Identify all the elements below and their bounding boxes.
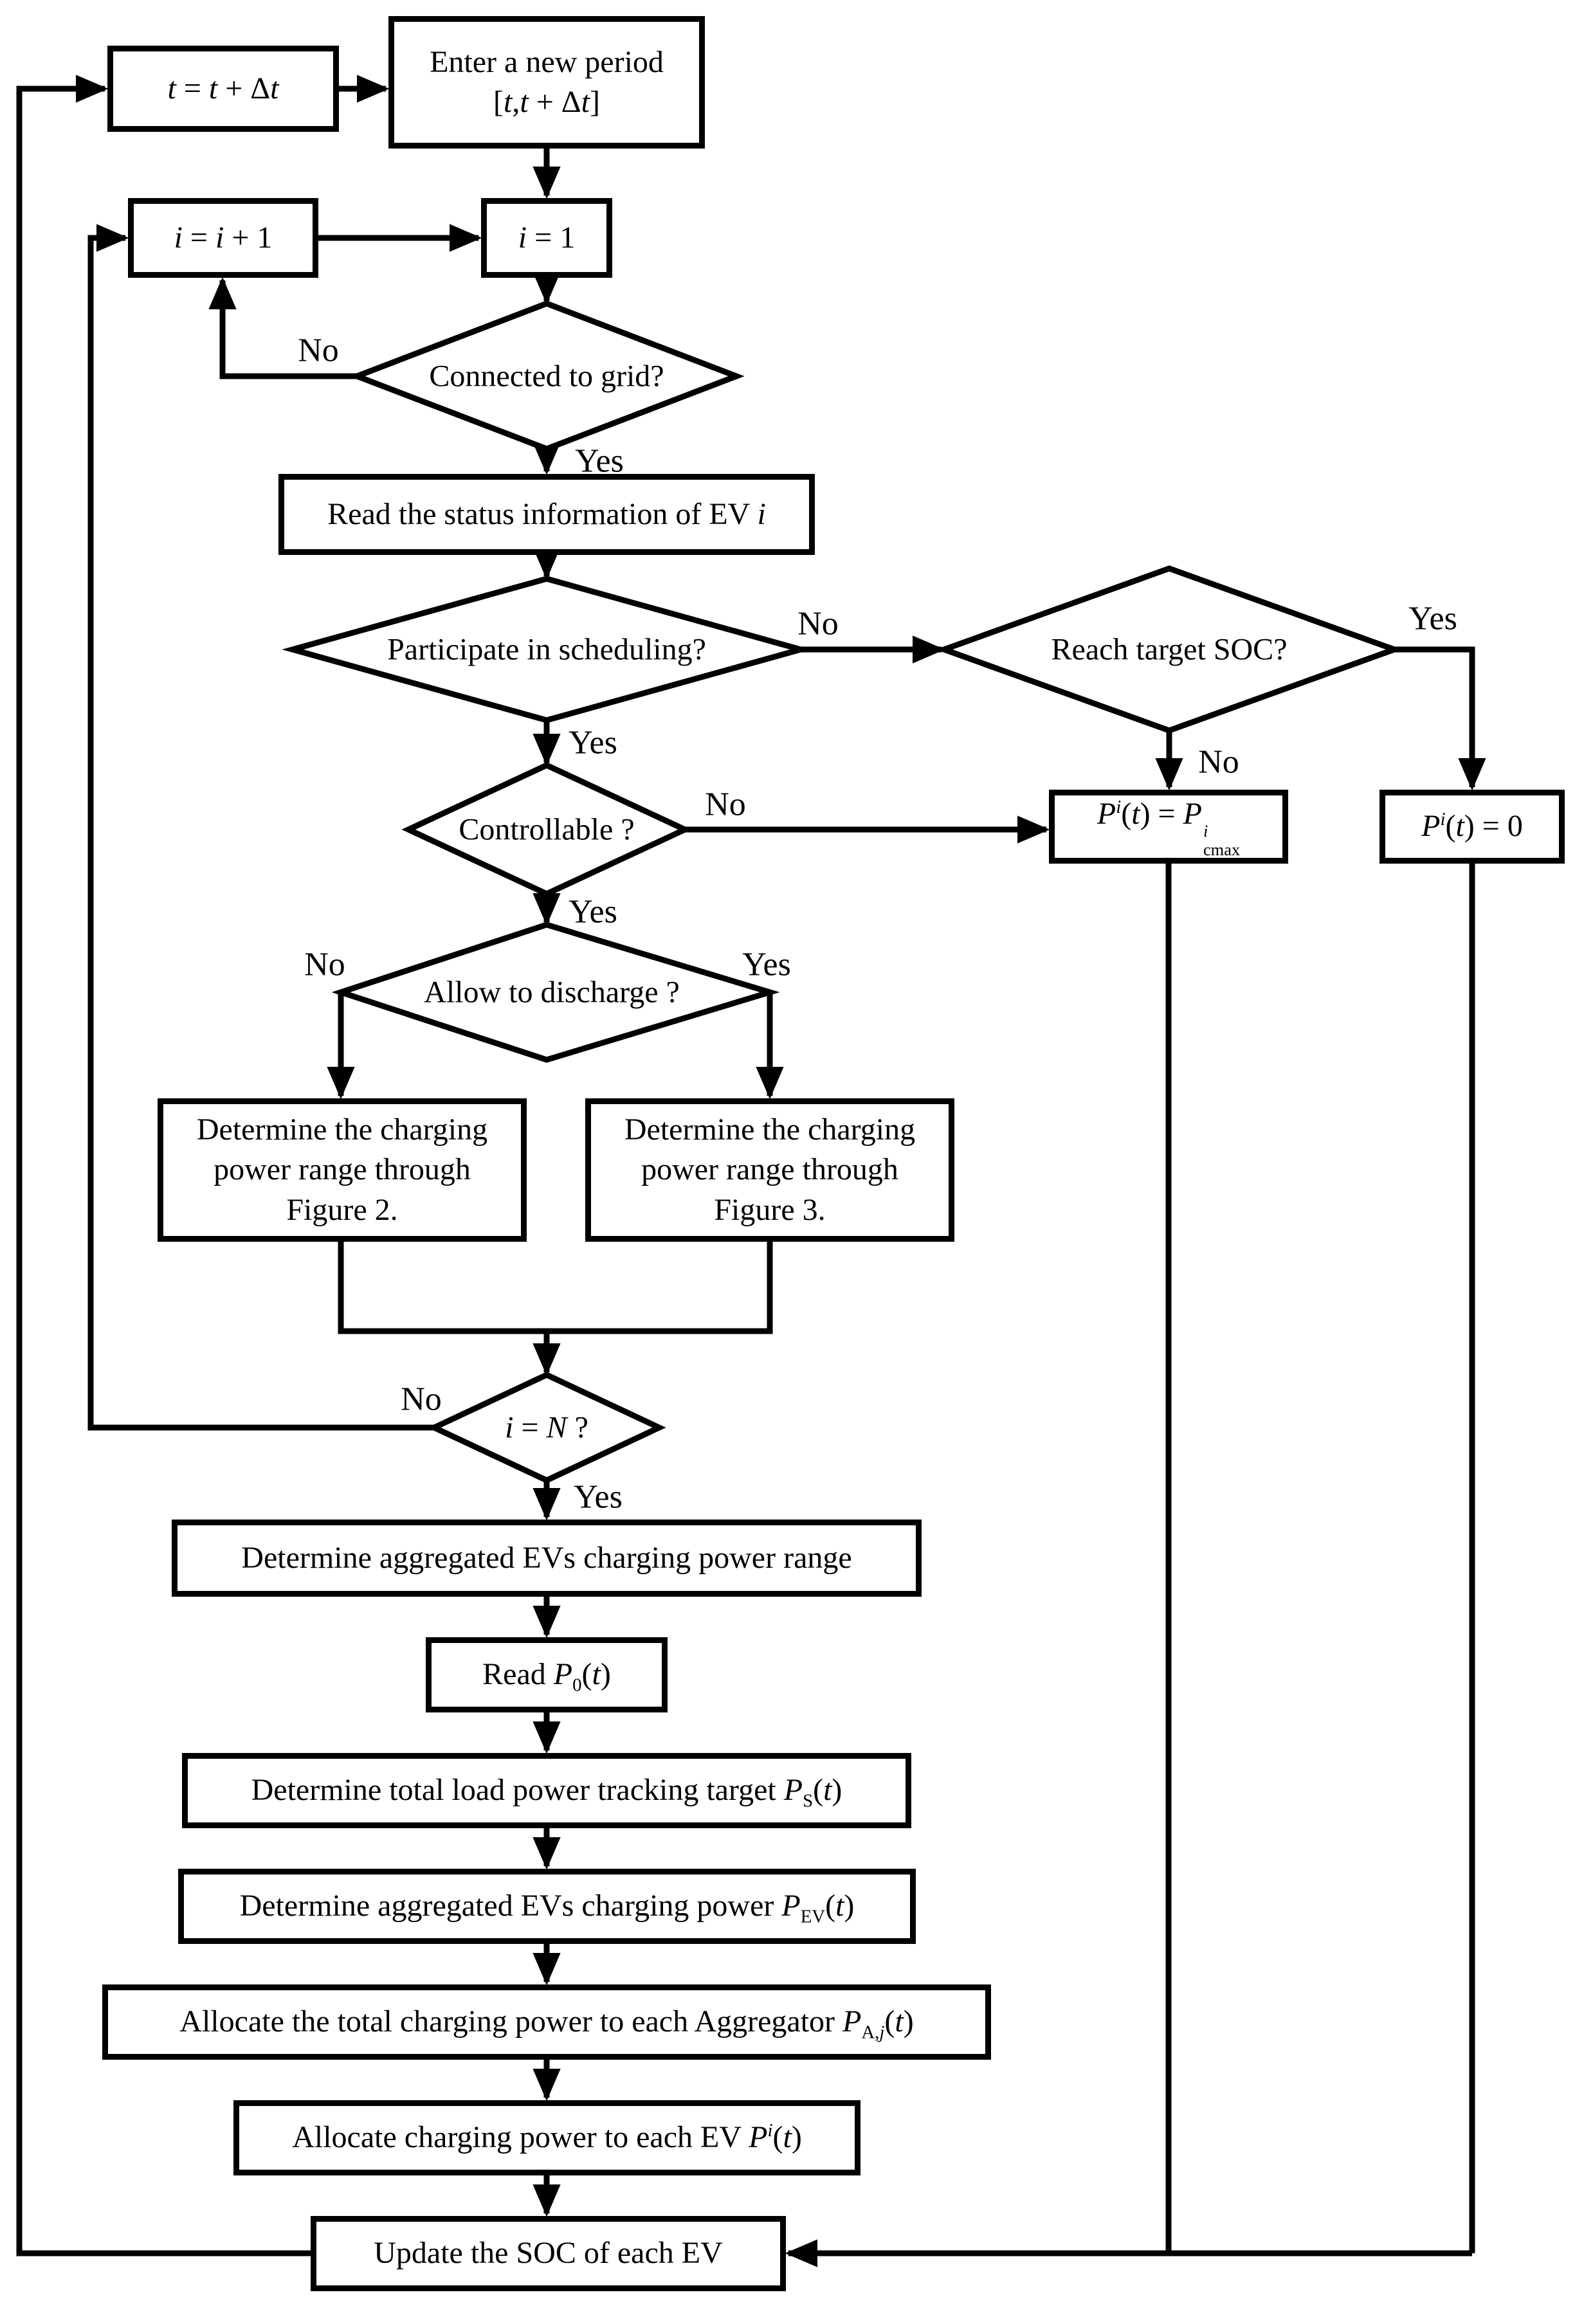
process-init-i: i = 1: [481, 198, 612, 278]
process-range-figure3: Determine the charging power range throu…: [585, 1098, 954, 1242]
process-update-soc: Update the SOC of each EV: [311, 2216, 786, 2291]
process-aggregated-power: Determine aggregated EVs charging power …: [178, 1869, 916, 1944]
process-aggregated-range: Determine aggregated EVs charging power …: [172, 1520, 922, 1597]
decision-connected-shape: [349, 300, 745, 452]
decision-controllable-shape: [401, 762, 692, 897]
process-read-status-label: Read the status information of EV i: [327, 496, 766, 531]
decision-allow-discharge-label: Allow to discharge ?: [424, 975, 680, 1010]
process-enter-period: Enter a new period[t,t + Δt]: [388, 16, 705, 149]
process-set-p-zero-label: Pi(t) = 0: [1421, 809, 1523, 844]
process-read-p0: Read P0(t): [426, 1637, 668, 1712]
edge-label-allow-yes: Yes: [742, 946, 791, 983]
process-increment-i: i = i + 1: [128, 198, 318, 278]
edge-label-controllable-no: No: [705, 786, 746, 823]
connector-connected-no: [208, 277, 357, 379]
edge-label-reach-no: No: [1198, 743, 1239, 781]
connector-update-to-advance-time: [16, 75, 311, 2256]
process-aggregated-range-label: Determine aggregated EVs charging power …: [241, 1540, 852, 1575]
edge-label-done-yes: Yes: [574, 1478, 623, 1516]
connector-done-no: [87, 224, 434, 1431]
process-allocate-ev: Allocate charging power to each EV Pi(t): [233, 2100, 860, 2175]
decision-reach-soc-shape: [935, 565, 1403, 734]
edge-label-participate-yes: Yes: [569, 724, 617, 761]
process-read-status: Read the status information of EV i: [278, 474, 815, 555]
process-advance-time: t = t + Δt: [107, 46, 339, 132]
edge-label-controllable-yes: Yes: [569, 893, 617, 931]
decision-participate-shape: [282, 576, 812, 723]
decision-allow-discharge-shape: [331, 921, 780, 1063]
process-aggregated-power-label: Determine aggregated EVs charging power …: [239, 1889, 855, 1927]
edge-label-participate-no: No: [797, 605, 839, 642]
decision-controllable-label: Controllable ?: [459, 812, 635, 847]
edge-label-reach-yes: Yes: [1408, 600, 1457, 637]
process-update-soc-label: Update the SOC of each EV: [374, 2236, 723, 2271]
process-init-i-label: i = 1: [518, 220, 576, 255]
decision-all-evs-done-label: i = N ?: [505, 1410, 588, 1445]
connector-figure-merge: [338, 1242, 773, 1334]
process-set-p-zero: Pi(t) = 0: [1379, 790, 1565, 864]
decision-connected-label: Connected to grid?: [429, 359, 664, 394]
process-range-figure2-label: Determine the charging power range throu…: [196, 1112, 488, 1227]
decision-all-evs-done-shape: [427, 1372, 666, 1484]
edge-label-allow-no: No: [304, 946, 345, 983]
connector-reach-yes: [1394, 646, 1486, 791]
process-range-figure2: Determine the charging power range throu…: [158, 1098, 527, 1242]
process-allocate-aggregator-label: Allocate the total charging power to eac…: [179, 2004, 914, 2043]
decision-reach-soc-label: Reach target SOC?: [1051, 632, 1288, 667]
process-advance-time-label: t = t + Δt: [167, 71, 279, 105]
edge-label-connected-yes: Yes: [575, 442, 624, 480]
process-allocate-ev-label: Allocate charging power to each EV Pi(t): [292, 2120, 802, 2155]
process-increment-i-label: i = i + 1: [174, 220, 273, 255]
process-tracking-target: Determine total load power tracking targ…: [182, 1753, 911, 1828]
edge-label-connected-no: No: [298, 332, 339, 369]
process-enter-period-label: Enter a new period[t,t + Δt]: [430, 44, 664, 119]
process-range-figure3-label: Determine the charging power range throu…: [624, 1112, 916, 1227]
decision-participate-label: Participate in scheduling?: [387, 632, 706, 667]
process-read-p0-label: Read P0(t): [482, 1657, 611, 1696]
edge-label-done-no: No: [401, 1381, 442, 1418]
process-allocate-aggregator: Allocate the total charging power to eac…: [102, 1984, 991, 2060]
process-tracking-target-label: Determine total load power tracking targ…: [251, 1773, 842, 1811]
